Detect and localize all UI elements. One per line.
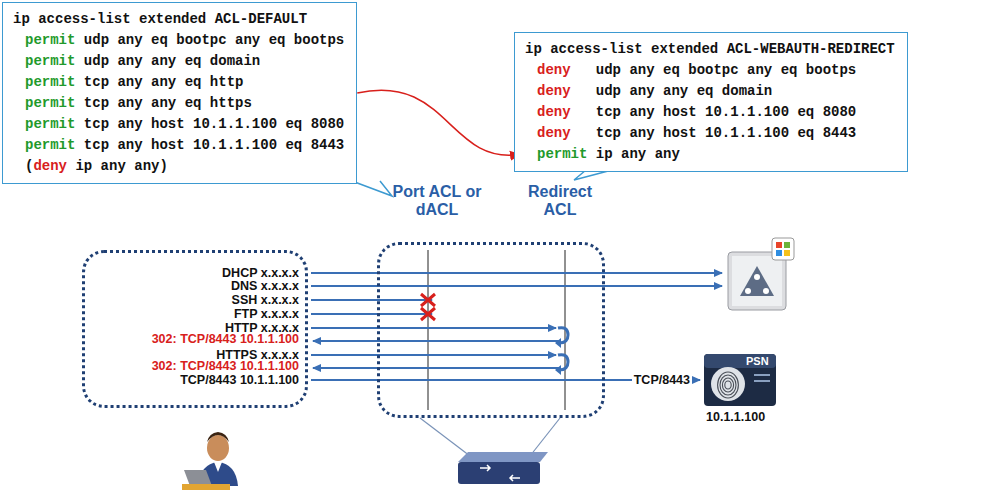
flow-arrow — [311, 327, 556, 329]
flow-arrow — [313, 367, 560, 369]
acl-header: ip access-list extended ACL-DEFAULT — [13, 9, 344, 30]
redirect-mark — [555, 338, 561, 348]
server-name: PSN — [746, 355, 769, 367]
flow-label: 302: TCP/8443 10.1.1.100 — [152, 332, 299, 346]
flow-label: SSH x.x.x.x — [232, 293, 299, 307]
acl-rule: permit tcp any any eq http — [13, 72, 344, 93]
switch-box: Port ACL or dACLRedirect ACL — [377, 242, 605, 418]
flow-arrow — [311, 272, 722, 274]
server-icon — [728, 238, 794, 310]
acl-rule: deny tcp any host 10.1.1.100 eq 8443 — [525, 123, 895, 144]
connector — [357, 90, 519, 155]
client-box: DHCP x.x.x.xDNS x.x.x.xSSH x.x.x.xFTP x.… — [82, 250, 308, 408]
acl-rule: permit tcp any any eq https — [13, 93, 344, 114]
acl-rule: permit tcp any host 10.1.1.100 eq 8443 — [13, 135, 344, 156]
psn-node: PSN 10.1.1.100 — [702, 352, 778, 422]
flow-arrow — [311, 354, 556, 356]
acl-rule: permit udp any any eq domain — [13, 51, 344, 72]
flow-label: FTP x.x.x.x — [234, 307, 299, 321]
stage-label: Redirect ACL — [518, 183, 602, 219]
acl-rule: permit tcp any host 10.1.1.100 eq 8080 — [13, 114, 344, 135]
acl-box: ip access-list extended ACL-WEBAUTH-REDI… — [514, 32, 908, 172]
acl-rule: (deny ip any any) — [13, 156, 344, 177]
flow-label: DHCP x.x.x.x — [222, 266, 299, 280]
block-mark — [421, 294, 435, 306]
acl-rule: deny udp any eq bootpc any eq bootps — [525, 60, 895, 81]
switch-icon — [458, 452, 548, 484]
acl-rule: deny tcp any host 10.1.1.100 eq 8080 — [525, 102, 895, 123]
ip-address: 10.1.1.100 — [706, 410, 765, 424]
block-mark — [421, 308, 435, 320]
flow-arrow — [311, 313, 432, 315]
stage-label: Port ACL or dACL — [392, 183, 482, 219]
switch-link — [420, 418, 560, 456]
flow-label: DNS x.x.x.x — [231, 279, 299, 293]
acl-header: ip access-list extended ACL-WEBAUTH-REDI… — [525, 39, 895, 60]
acl-rule: deny udp any any eq domain — [525, 81, 895, 102]
flow-arrow — [313, 340, 560, 342]
redirect-mark — [555, 365, 561, 375]
flow-label: TCP/8443 10.1.1.100 — [180, 373, 299, 387]
acl-rule: permit udp any eq bootpc any eq bootps — [13, 30, 344, 51]
acl-rule: permit ip any any — [525, 144, 895, 165]
user-icon — [182, 432, 238, 490]
flow-arrow — [311, 299, 432, 301]
acl-box: ip access-list extended ACL-DEFAULTpermi… — [2, 2, 357, 184]
flow-arrow — [311, 285, 722, 287]
flow-label: 302: TCP/8443 10.1.1.100 — [152, 359, 299, 373]
edge-label: TCP/8443 — [632, 373, 692, 387]
